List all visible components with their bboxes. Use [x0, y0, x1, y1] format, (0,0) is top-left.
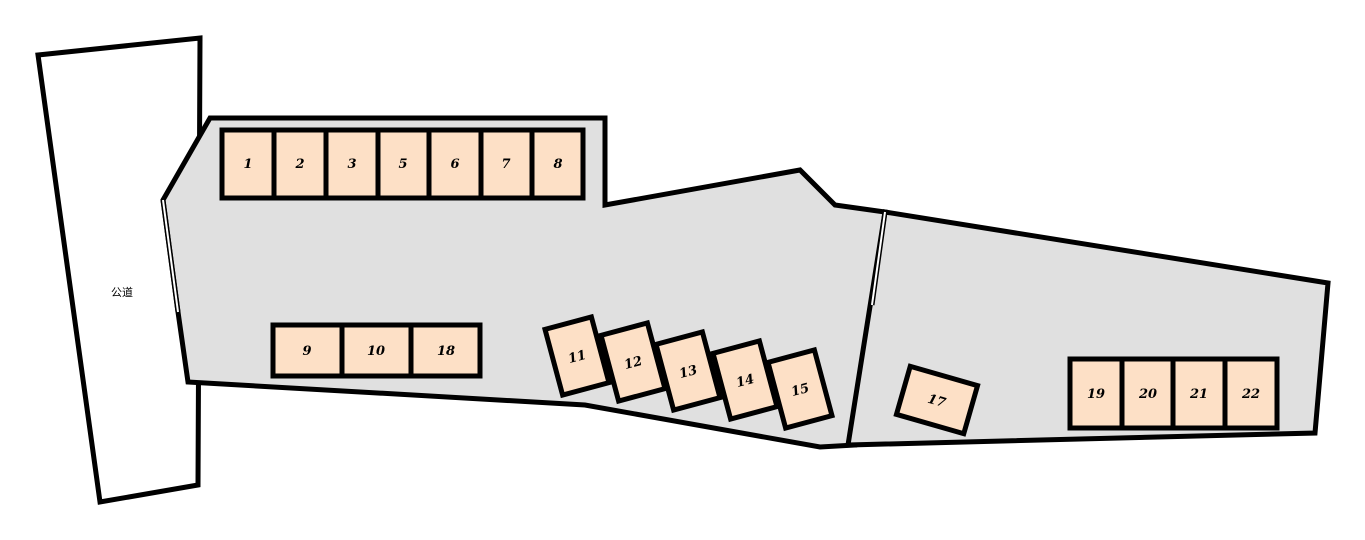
parking-space-18[interactable]: 18 — [408, 322, 483, 379]
space-number: 11 — [567, 348, 588, 367]
public-road-label: 公道 — [111, 285, 133, 299]
space-number: 9 — [302, 344, 311, 359]
parking-space-10[interactable]: 10 — [339, 322, 414, 379]
parking-space-2[interactable]: 2 — [271, 127, 329, 201]
parking-space-9[interactable]: 9 — [270, 322, 345, 379]
parking-space-15[interactable]: 15 — [764, 346, 836, 432]
parking-space-22[interactable]: 22 — [1222, 356, 1280, 431]
space-number: 14 — [735, 372, 756, 391]
space-number: 5 — [398, 157, 407, 172]
space-number: 12 — [623, 354, 644, 373]
parking-space-19[interactable]: 19 — [1067, 356, 1125, 431]
space-number: 3 — [347, 157, 356, 172]
space-number: 7 — [501, 157, 510, 172]
space-number: 2 — [294, 157, 304, 172]
parking-space-12[interactable]: 12 — [597, 319, 669, 405]
parking-space-11[interactable]: 11 — [541, 313, 613, 399]
parking-space-21[interactable]: 21 — [1170, 356, 1228, 431]
parking-space-14[interactable]: 14 — [709, 337, 781, 423]
space-number: 20 — [1138, 387, 1157, 402]
space-number: 15 — [790, 381, 811, 400]
parking-space-20[interactable]: 20 — [1119, 356, 1176, 431]
space-number: 6 — [450, 157, 459, 172]
parking-space-7[interactable]: 7 — [478, 127, 535, 201]
parking-space-1[interactable]: 1 — [219, 127, 277, 201]
space-number: 21 — [1189, 387, 1208, 402]
parking-space-17[interactable]: 17 — [893, 363, 981, 437]
parking-space-6[interactable]: 6 — [426, 127, 484, 201]
parking-space-5[interactable]: 5 — [375, 127, 432, 201]
space-number: 19 — [1087, 387, 1105, 402]
space-number: 8 — [553, 157, 562, 172]
parking-space-8[interactable]: 8 — [529, 127, 586, 201]
public-road — [35, 35, 203, 505]
space-number: 10 — [367, 344, 385, 359]
parking-space-3[interactable]: 3 — [323, 127, 381, 201]
space-number: 18 — [437, 344, 455, 359]
space-number: 22 — [1241, 387, 1260, 402]
parking-space-13[interactable]: 13 — [652, 328, 724, 414]
space-number: 13 — [678, 363, 699, 382]
space-number: 1 — [243, 157, 252, 172]
space-number: 17 — [926, 392, 948, 411]
